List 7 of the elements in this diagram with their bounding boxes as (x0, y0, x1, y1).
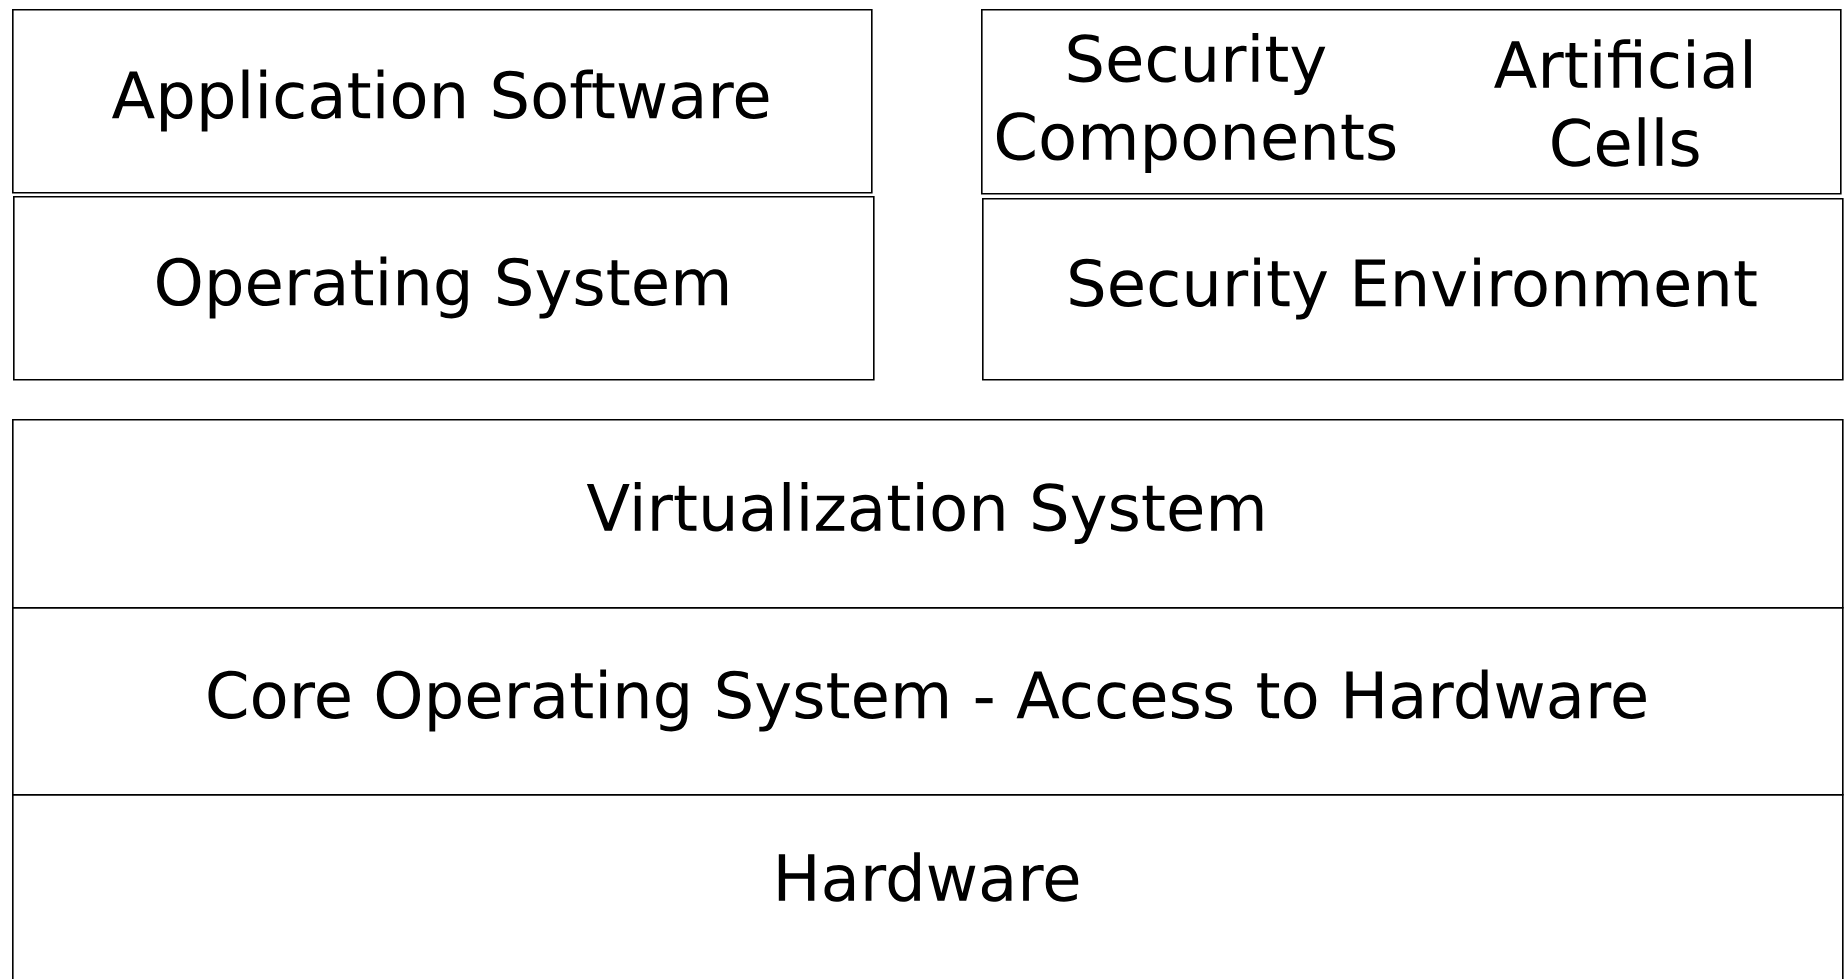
layer-box: Security Environment (982, 198, 1844, 381)
layer-box: Application Software (12, 9, 873, 194)
layer-box: Virtualization System (12, 419, 1844, 609)
layer-box: Core Operating System - Access to Hardware (12, 607, 1844, 796)
layer-box: Operating System (13, 196, 875, 381)
layer-box: Security Components Artificial Cells (981, 9, 1842, 195)
layer-box: Hardware (12, 794, 1844, 979)
